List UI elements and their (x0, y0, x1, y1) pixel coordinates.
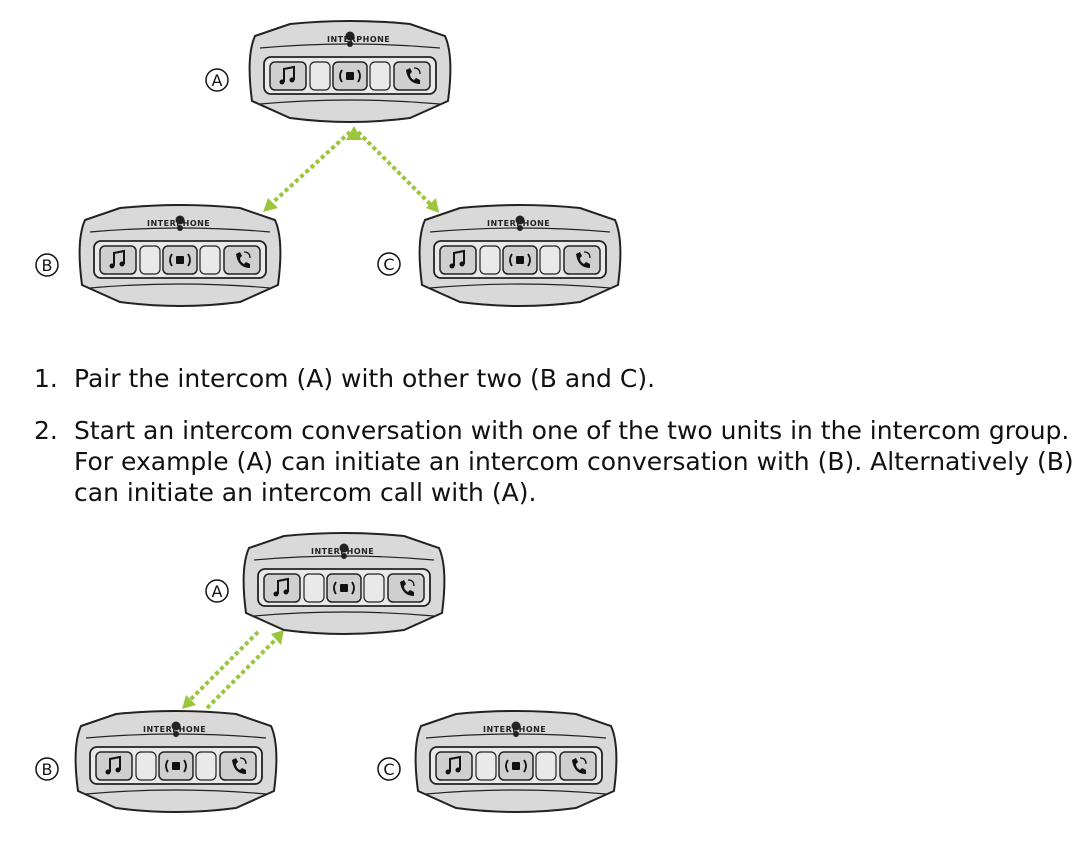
brand-logo-text: INTERPHONE (483, 725, 546, 734)
label-a-top: A (205, 68, 229, 92)
brand-logo-text: INTERPHONE (147, 219, 210, 228)
device-c-bottom: INTERPHONE (414, 710, 618, 813)
brand-logo-text: INTERPHONE (311, 547, 374, 556)
step-2-number: 2. (34, 416, 58, 445)
device-b-bottom: INTERPHONE (74, 710, 278, 813)
step-2-text: Start an intercom conversation with one … (74, 416, 1074, 507)
step-1-text: Pair the intercom (A) with other two (B … (74, 364, 656, 393)
svg-text:B: B (42, 256, 53, 275)
svg-text:C: C (383, 255, 394, 274)
label-c-bottom: C (377, 757, 401, 781)
pairing-arrows-top (268, 130, 434, 208)
svg-text:B: B (42, 760, 53, 779)
brand-logo-text: INTERPHONE (327, 35, 390, 44)
device-a-top: INTERPHONE (248, 20, 452, 123)
label-b-top: B (35, 253, 59, 277)
device-a-bottom: INTERPHONE (242, 532, 446, 635)
label-a-bottom: A (205, 579, 229, 603)
svg-text:C: C (383, 760, 394, 779)
svg-text:A: A (212, 71, 223, 90)
label-c-top: C (377, 252, 401, 276)
device-c-top: INTERPHONE (418, 204, 622, 307)
call-arrows-bottom (188, 630, 280, 710)
device-b-top: INTERPHONE (78, 204, 282, 307)
label-b-bottom: B (35, 757, 59, 781)
brand-logo-text: INTERPHONE (143, 725, 206, 734)
step-1-number: 1. (34, 364, 58, 393)
svg-text:A: A (212, 582, 223, 601)
brand-logo-text: INTERPHONE (487, 219, 550, 228)
